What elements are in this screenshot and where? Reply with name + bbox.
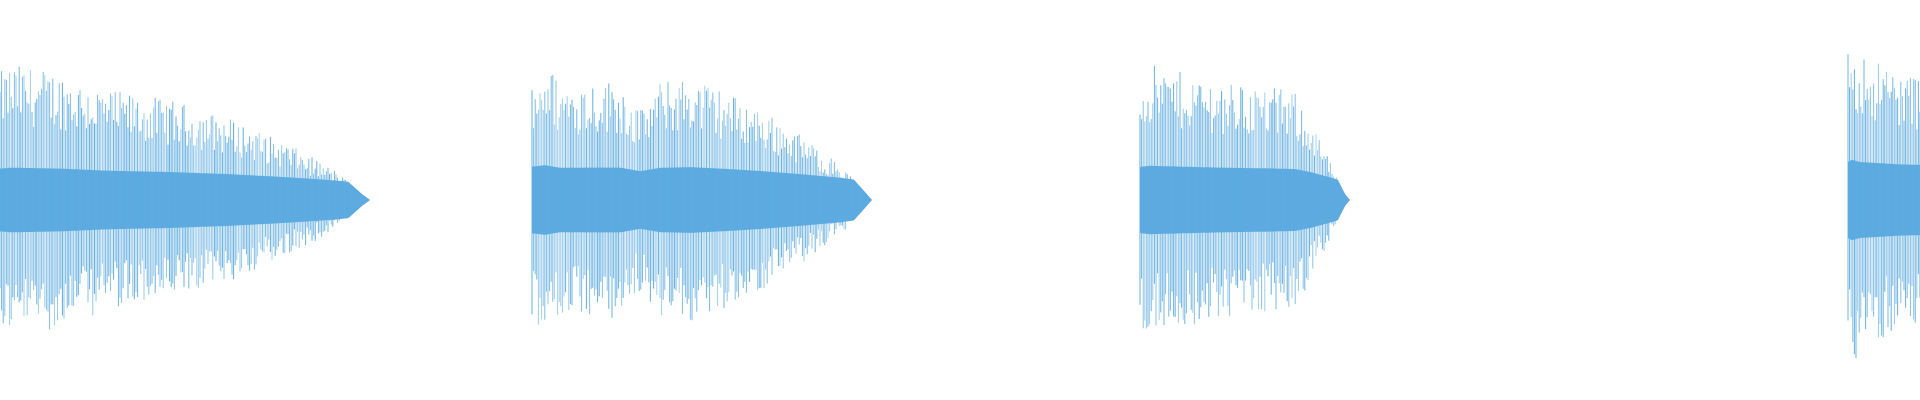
clip-2-waveform [531,75,872,325]
clip-4-waveform [1847,54,1920,358]
clip-1-waveform [0,66,371,330]
clip-3-waveform [1139,66,1351,329]
